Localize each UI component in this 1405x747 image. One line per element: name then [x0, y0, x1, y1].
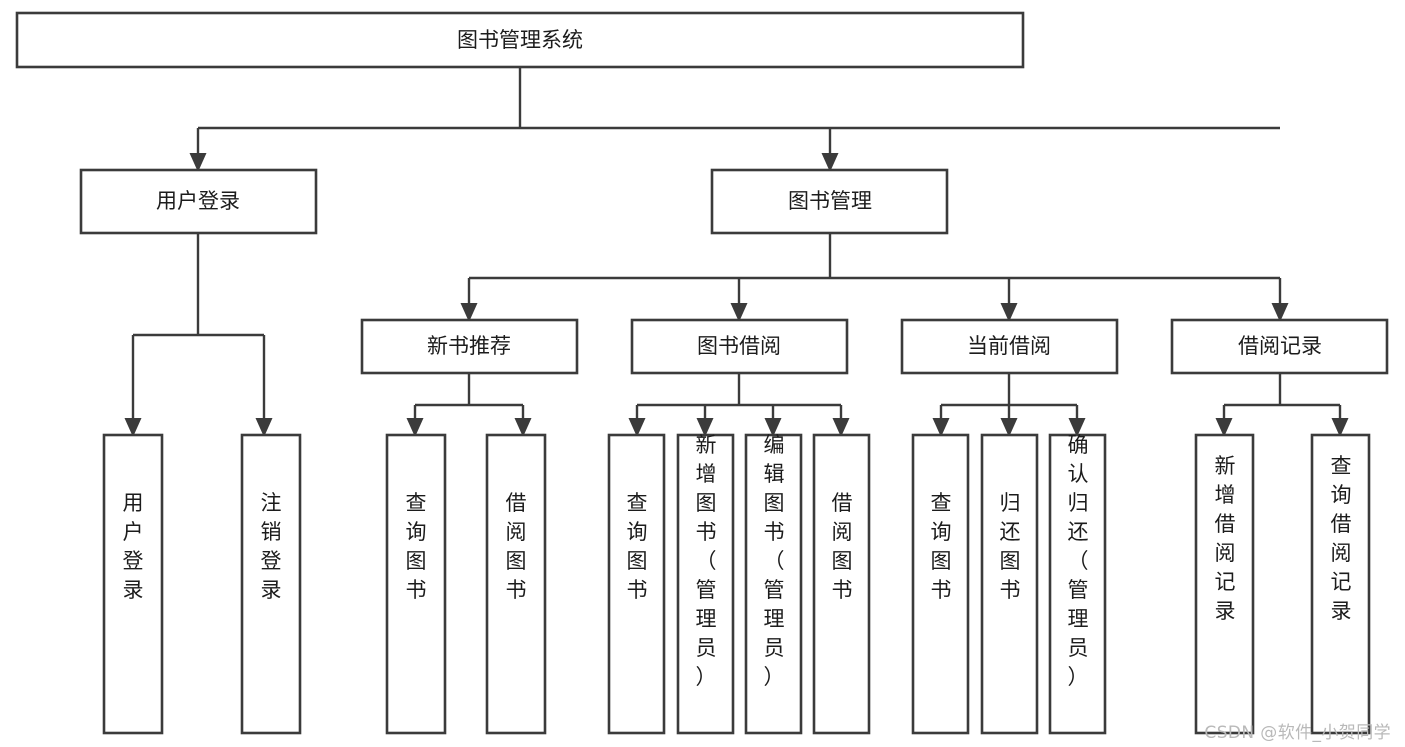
- node-query-book-1-label: 查询图书: [406, 491, 427, 602]
- node-add-book-admin-label: 新增图书（管理员）: [696, 433, 717, 689]
- node-borrow-book-1[interactable]: 借阅图书: [485, 433, 547, 735]
- node-query-borrow-record[interactable]: 查询借阅记录: [1310, 433, 1371, 735]
- node-add-borrow-record[interactable]: 新增借阅记录: [1194, 433, 1255, 735]
- node-add-book-admin[interactable]: 新增图书（管理员）: [676, 433, 735, 735]
- csdn-watermark: CSDN @软件_小贺同学: [1204, 723, 1391, 743]
- node-new-book-recommend-box[interactable]: [360, 318, 579, 375]
- node-query-borrow-record-box[interactable]: [1310, 433, 1371, 735]
- node-current-borrow-label: 当前借阅: [967, 334, 1051, 358]
- node-book-borrow[interactable]: 图书借阅: [630, 318, 849, 375]
- node-user-login-leaf[interactable]: 用户登录: [102, 433, 164, 735]
- node-user-login-label: 用户登录: [156, 189, 240, 213]
- node-borrow-book-2[interactable]: 借阅图书: [812, 433, 871, 735]
- node-query-book-1-box[interactable]: [385, 433, 447, 735]
- node-root-box[interactable]: [15, 11, 1025, 69]
- node-root[interactable]: 图书管理系统: [15, 11, 1025, 69]
- node-new-book-recommend-label: 新书推荐: [427, 334, 511, 358]
- node-user-login-leaf-label: 用户登录: [123, 491, 144, 602]
- node-return-book-label: 归还图书: [1000, 491, 1021, 602]
- node-edit-book-admin-label: 编辑图书（管理员）: [764, 433, 785, 689]
- node-add-book-admin-box[interactable]: [676, 433, 735, 735]
- node-borrow-book-2-label: 借阅图书: [832, 491, 853, 602]
- node-book-management-label: 图书管理: [788, 189, 872, 213]
- node-current-borrow[interactable]: 当前借阅: [900, 318, 1119, 375]
- node-book-borrow-box[interactable]: [630, 318, 849, 375]
- node-query-book-2[interactable]: 查询图书: [607, 433, 666, 735]
- node-borrow-record-label: 借阅记录: [1238, 334, 1322, 358]
- node-confirm-return-admin[interactable]: 确认归还（管理员）: [1048, 433, 1107, 735]
- node-query-book-3-box[interactable]: [911, 433, 970, 735]
- node-add-borrow-record-box[interactable]: [1194, 433, 1255, 735]
- node-add-borrow-record-label: 新增借阅记录: [1215, 454, 1236, 623]
- node-query-book-3-label: 查询图书: [931, 491, 952, 602]
- node-borrow-book-2-box[interactable]: [812, 433, 871, 735]
- node-query-book-2-label: 查询图书: [627, 491, 648, 602]
- node-user-login-leaf-box[interactable]: [102, 433, 164, 735]
- node-book-management[interactable]: 图书管理: [710, 168, 949, 235]
- node-edit-book-admin-box[interactable]: [744, 433, 803, 735]
- node-query-book-1[interactable]: 查询图书: [385, 433, 447, 735]
- node-query-borrow-record-label: 查询借阅记录: [1331, 454, 1352, 623]
- node-user-logout-leaf-box[interactable]: [240, 433, 302, 735]
- node-new-book-recommend[interactable]: 新书推荐: [360, 318, 579, 375]
- node-edit-book-admin[interactable]: 编辑图书（管理员）: [744, 433, 803, 735]
- node-book-management-box[interactable]: [710, 168, 949, 235]
- node-query-book-2-box[interactable]: [607, 433, 666, 735]
- node-borrow-book-1-box[interactable]: [485, 433, 547, 735]
- node-book-borrow-label: 图书借阅: [697, 334, 781, 358]
- node-borrow-book-1-label: 借阅图书: [506, 491, 527, 602]
- node-user-logout-leaf[interactable]: 注销登录: [240, 433, 302, 735]
- node-borrow-record-box[interactable]: [1170, 318, 1389, 375]
- connector-layer: [124, 67, 1349, 437]
- node-confirm-return-admin-label: 确认归还（管理员）: [1068, 433, 1089, 689]
- node-user-login[interactable]: 用户登录: [79, 168, 318, 235]
- node-current-borrow-box[interactable]: [900, 318, 1119, 375]
- node-root-label: 图书管理系统: [457, 28, 583, 52]
- node-return-book[interactable]: 归还图书: [980, 433, 1039, 735]
- node-return-book-box[interactable]: [980, 433, 1039, 735]
- node-query-book-3[interactable]: 查询图书: [911, 433, 970, 735]
- node-user-logout-leaf-label: 注销登录: [261, 491, 282, 602]
- node-borrow-record[interactable]: 借阅记录: [1170, 318, 1389, 375]
- node-confirm-return-admin-box[interactable]: [1048, 433, 1107, 735]
- node-user-login-box[interactable]: [79, 168, 318, 235]
